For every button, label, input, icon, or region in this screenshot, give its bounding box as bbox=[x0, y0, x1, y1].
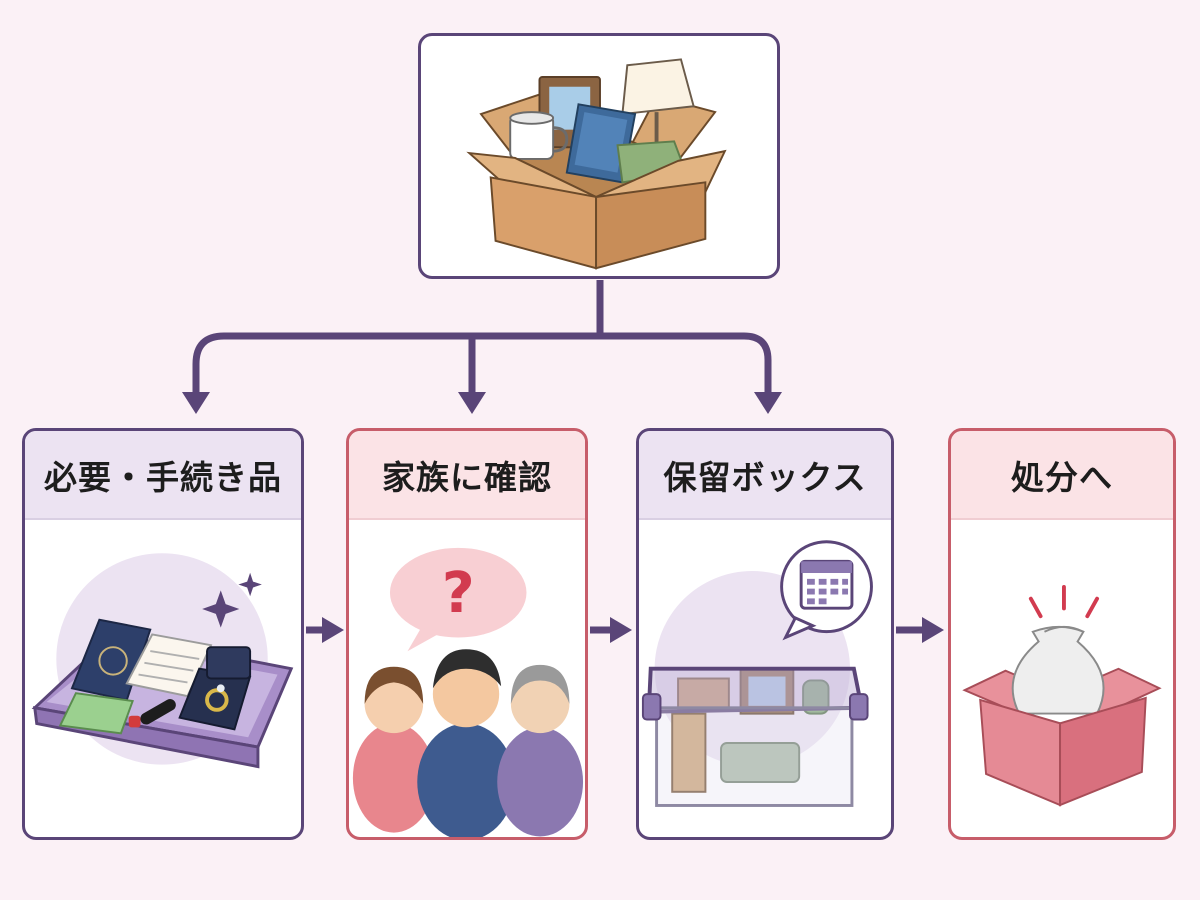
card-title: 処分へ bbox=[951, 431, 1173, 520]
down-arrow-3 bbox=[754, 392, 782, 414]
category-card-hold: 保留ボックス bbox=[636, 428, 894, 840]
cardboard-box-of-belongings-icon bbox=[466, 58, 727, 270]
right-arrow-2-head bbox=[610, 617, 632, 643]
card-title: 必要・手続き品 bbox=[25, 431, 301, 520]
category-card-family: 家族に確認 ? bbox=[346, 428, 588, 840]
storage-box-calendar-icon bbox=[641, 540, 873, 807]
card-title: 家族に確認 bbox=[349, 431, 585, 520]
source-box bbox=[418, 33, 780, 279]
down-arrow-2 bbox=[458, 392, 486, 414]
svg-text:?: ? bbox=[442, 560, 475, 626]
down-arrow-1 bbox=[182, 392, 210, 414]
branch-line bbox=[192, 332, 772, 392]
card-title: 保留ボックス bbox=[639, 431, 891, 520]
right-arrow-3-head bbox=[922, 617, 944, 643]
disposal-bag-box-icon bbox=[962, 585, 1162, 807]
category-card-dispose: 処分へ bbox=[948, 428, 1176, 840]
right-arrow-1-head bbox=[322, 617, 344, 643]
category-card-needed: 必要・手続き品 bbox=[22, 428, 304, 840]
family-question-icon: ? bbox=[352, 547, 584, 837]
documents-tray-icon bbox=[31, 553, 294, 769]
